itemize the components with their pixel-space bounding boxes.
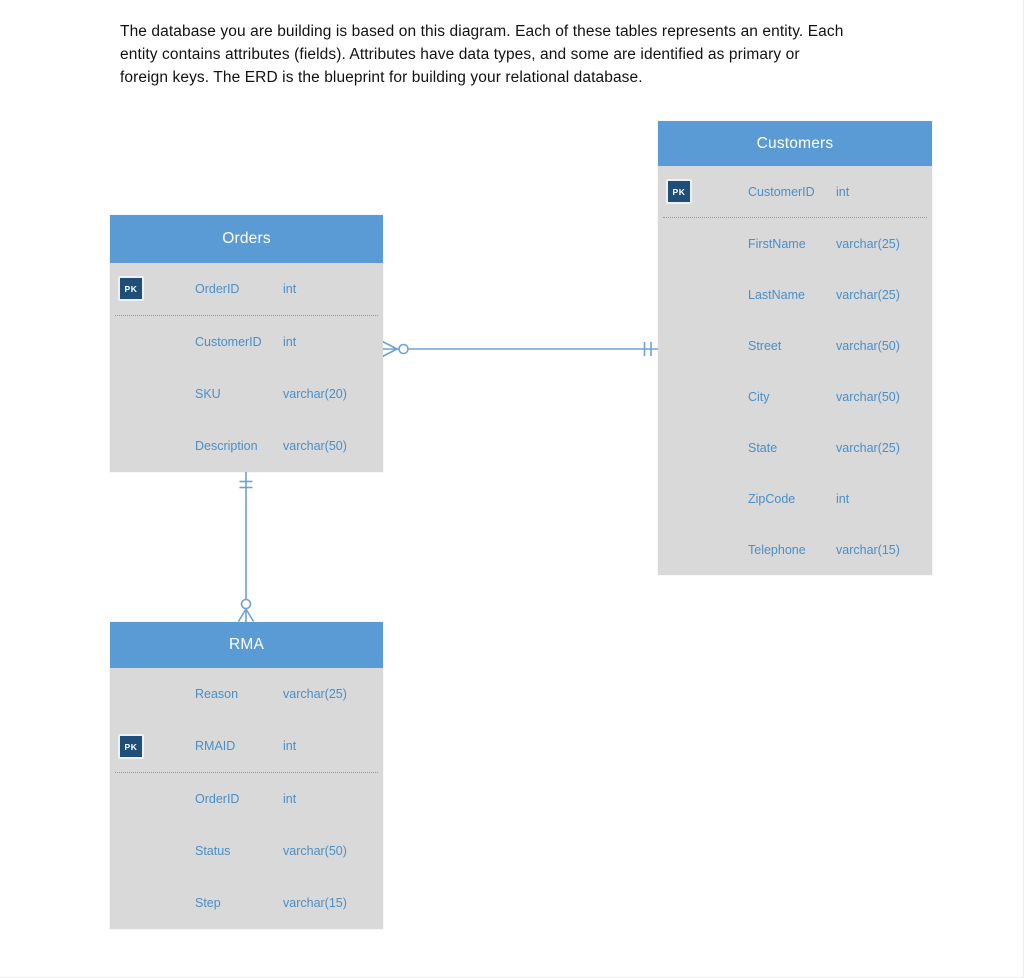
- attribute-row: SKU varchar(20): [110, 368, 383, 420]
- attribute-type: varchar(15): [836, 542, 900, 557]
- pk-badge: PK: [118, 276, 144, 301]
- attribute-name: CustomerID: [195, 335, 262, 349]
- attribute-type: varchar(50): [283, 439, 347, 453]
- intro-line: foreign keys. The ERD is the blueprint f…: [120, 69, 643, 86]
- attribute-row: ZipCode int: [658, 473, 932, 524]
- attribute-row: OrderID int: [110, 773, 383, 825]
- crow-foot-zero-or-many-icon: [237, 598, 255, 622]
- table-title-rma: RMA: [110, 622, 383, 668]
- attribute-row: City varchar(50): [658, 371, 932, 422]
- attribute-type: varchar(20): [283, 387, 347, 401]
- relationship-orders-rma: [237, 471, 255, 622]
- entity-table-rma: RMA Reason varchar(25) RMAID int OrderID…: [110, 622, 383, 929]
- pk-badge: PK: [666, 179, 692, 204]
- entity-table-orders: Orders OrderID int CustomerID int SKU va…: [110, 215, 383, 472]
- attribute-name: CustomerID: [748, 184, 815, 199]
- attribute-name: Street: [748, 338, 782, 353]
- attribute-name: Step: [195, 896, 221, 910]
- pk-badge: PK: [118, 734, 144, 759]
- attribute-name: State: [748, 440, 778, 455]
- attribute-type: int: [836, 184, 850, 199]
- attribute-type: varchar(50): [283, 844, 347, 858]
- attribute-row: Step varchar(15): [110, 877, 383, 929]
- attribute-type: varchar(50): [836, 389, 900, 404]
- attribute-type: varchar(25): [836, 440, 900, 455]
- entity-table-customers: Customers CustomerID int FirstName varch…: [658, 121, 932, 575]
- attribute-name: Telephone: [748, 542, 806, 557]
- attribute-name: FirstName: [748, 236, 806, 251]
- attribute-name: Status: [195, 844, 231, 858]
- intro-line: The database you are building is based o…: [120, 23, 844, 40]
- attribute-name: Reason: [195, 687, 239, 701]
- pk-separator: [115, 772, 378, 773]
- attribute-name: RMAID: [195, 739, 236, 753]
- attribute-row: Reason varchar(25): [110, 668, 383, 720]
- attribute-row: LastName varchar(25): [658, 269, 932, 320]
- attribute-name: LastName: [748, 287, 805, 302]
- one-and-only-one-icon: [643, 342, 652, 356]
- one-and-only-one-icon: [239, 480, 253, 489]
- attribute-type: varchar(25): [283, 687, 347, 701]
- table-title-orders: Orders: [110, 215, 383, 263]
- attribute-row: Telephone varchar(15): [658, 524, 932, 575]
- attribute-row: Description varchar(50): [110, 420, 383, 472]
- attribute-type: int: [836, 491, 850, 506]
- attribute-type: varchar(25): [836, 236, 900, 251]
- attribute-row: CustomerID int: [658, 166, 932, 217]
- attribute-type: varchar(15): [283, 896, 347, 910]
- attribute-name: OrderID: [195, 282, 240, 296]
- crow-foot-zero-or-many-icon: [382, 340, 409, 358]
- attribute-name: City: [748, 389, 770, 404]
- attribute-type: int: [283, 739, 297, 753]
- attribute-name: SKU: [195, 387, 221, 401]
- attribute-type: int: [283, 792, 297, 806]
- attribute-row: CustomerID int: [110, 316, 383, 368]
- pk-separator: [115, 315, 378, 316]
- attribute-row: FirstName varchar(25): [658, 218, 932, 269]
- attribute-row: State varchar(25): [658, 422, 932, 473]
- pk-separator: [663, 217, 927, 218]
- attribute-name: ZipCode: [748, 491, 796, 506]
- attribute-type: int: [283, 282, 297, 296]
- table-title-customers: Customers: [658, 121, 932, 166]
- attribute-type: varchar(25): [836, 287, 900, 302]
- attribute-name: Description: [195, 439, 258, 453]
- attribute-type: varchar(50): [836, 338, 900, 353]
- attribute-row: RMAID int: [110, 720, 383, 772]
- attribute-row: Status varchar(50): [110, 825, 383, 877]
- intro-line: entity contains attributes (fields). Att…: [120, 46, 800, 63]
- intro-paragraph: The database you are building is based o…: [120, 20, 843, 89]
- relationship-orders-customers: [382, 340, 658, 358]
- attribute-row: OrderID int: [110, 263, 383, 315]
- attribute-type: int: [283, 335, 297, 349]
- attribute-row: Street varchar(50): [658, 320, 932, 371]
- attribute-name: OrderID: [195, 792, 240, 806]
